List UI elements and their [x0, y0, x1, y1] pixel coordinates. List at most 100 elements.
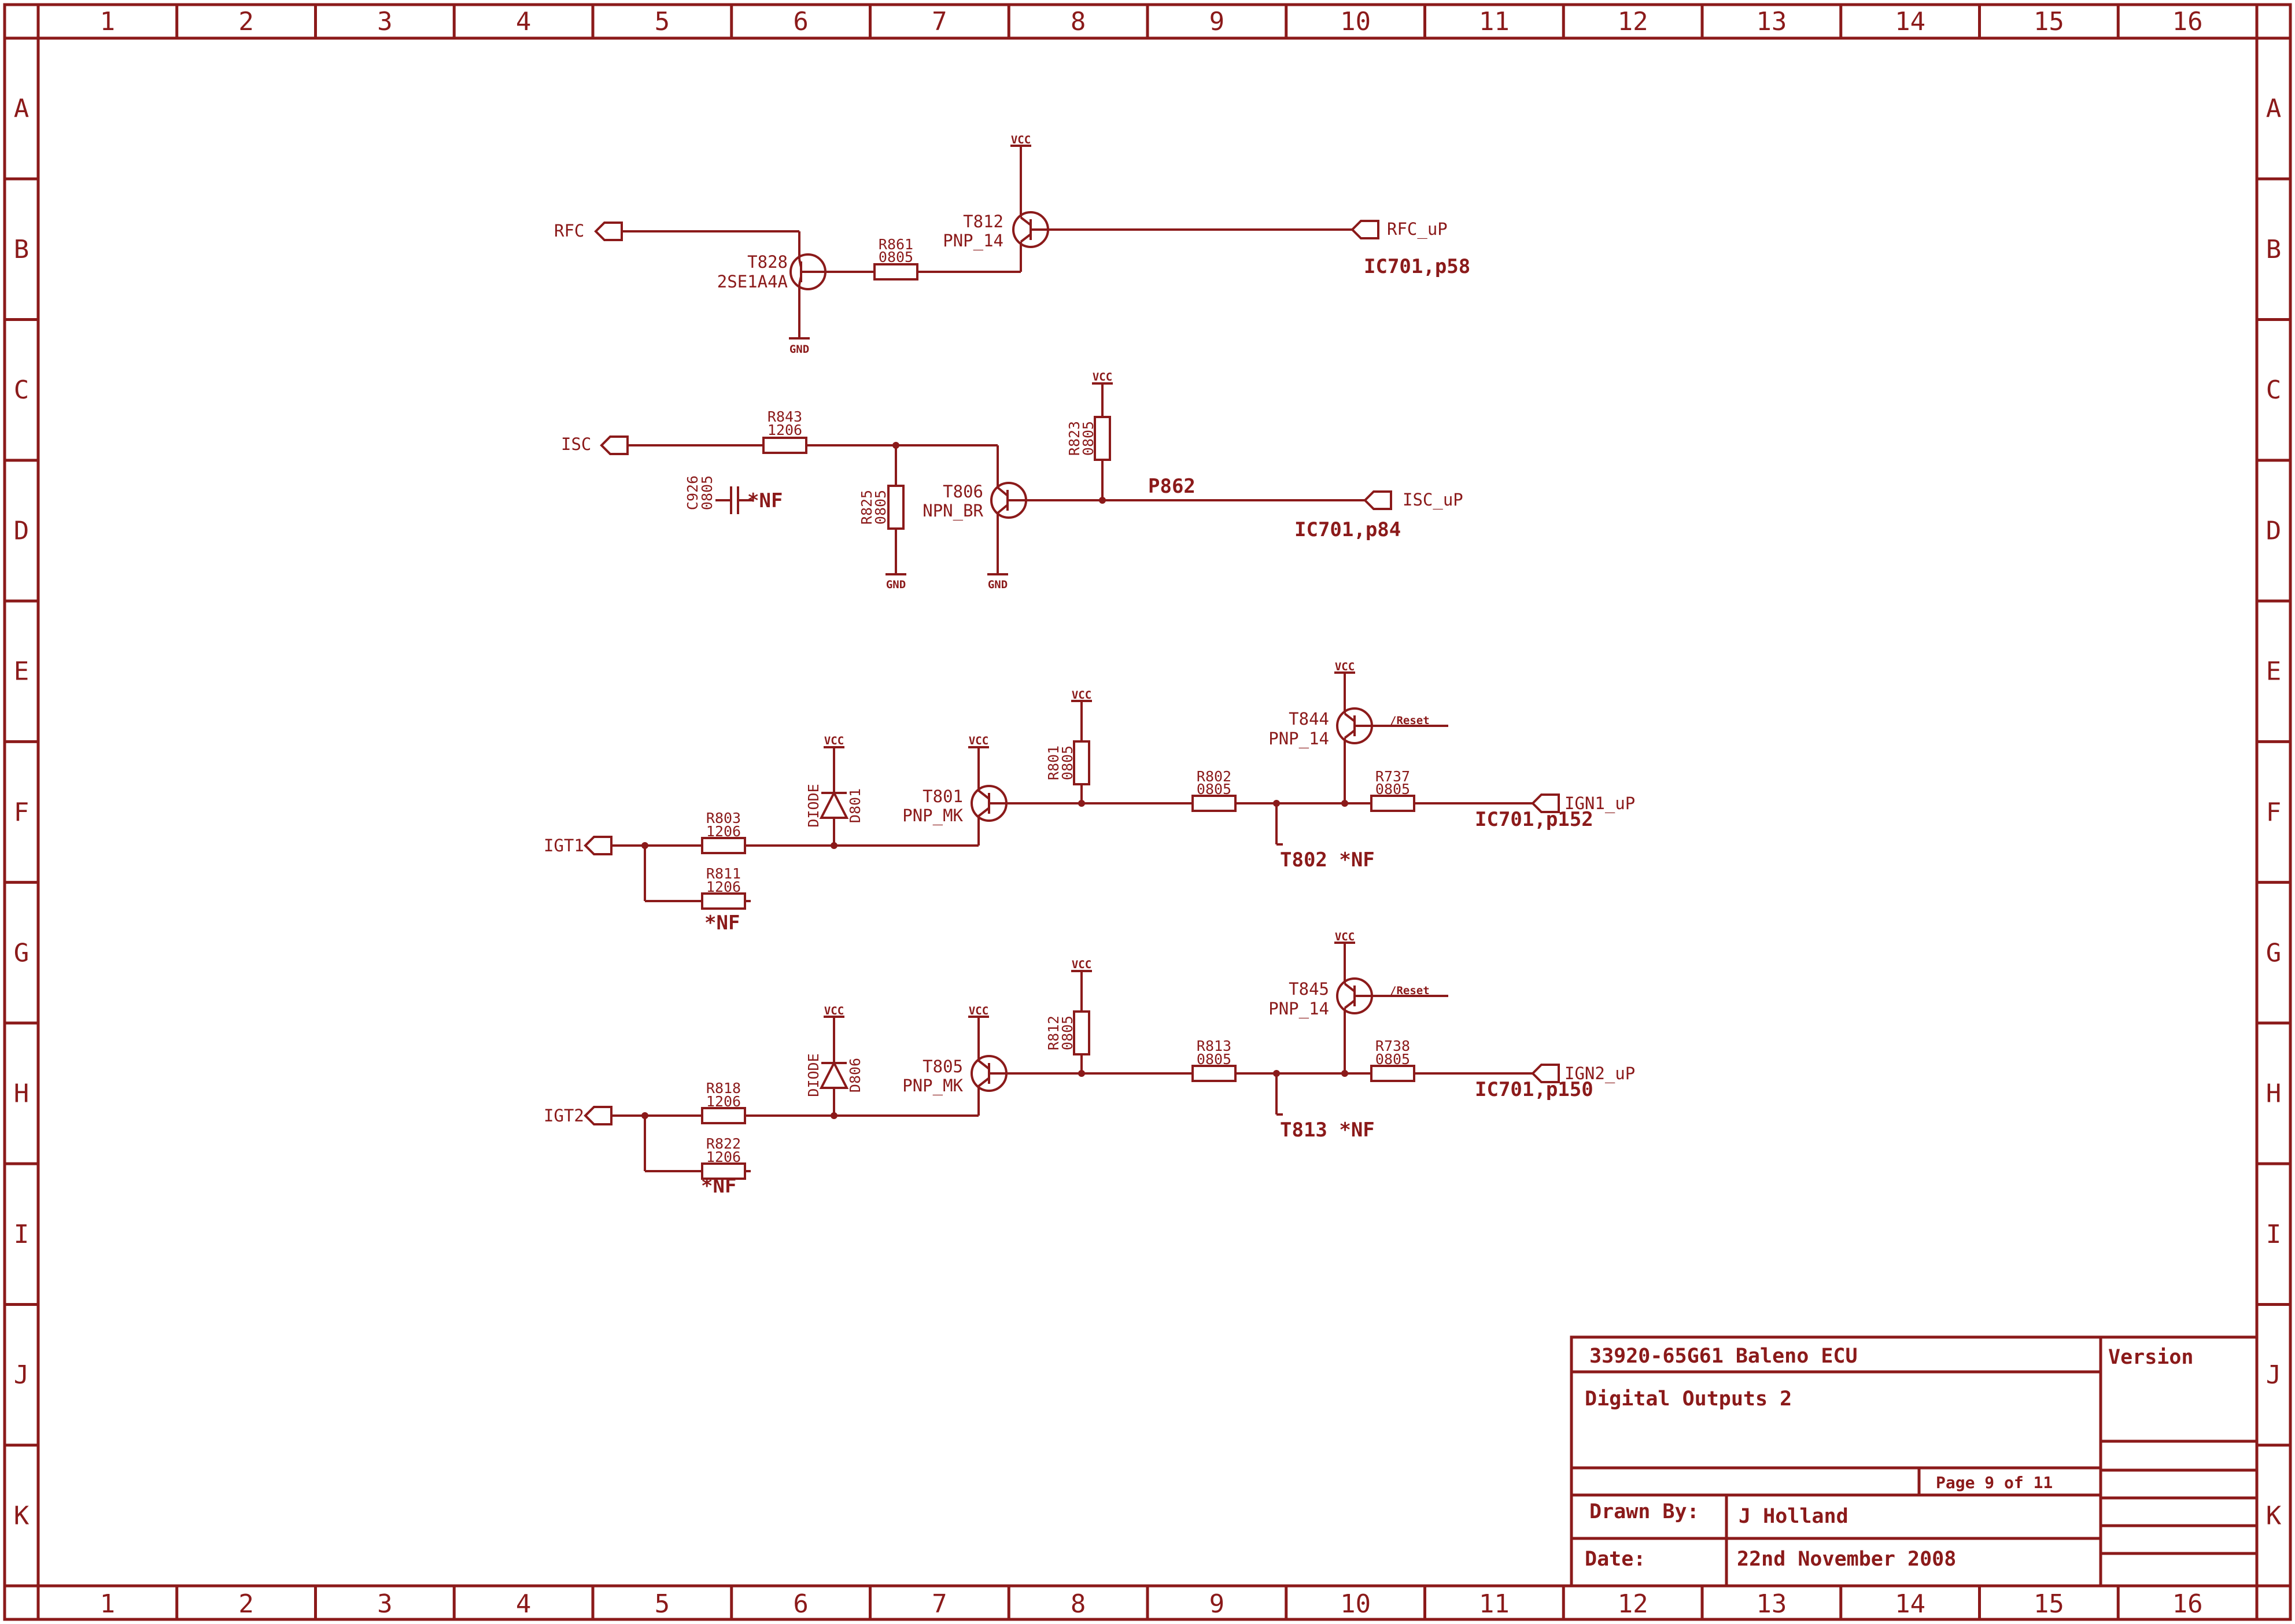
column-label: 4: [516, 1589, 532, 1619]
resistor-r812[interactable]: [1073, 1010, 1090, 1055]
column-label: 7: [932, 1589, 947, 1619]
column-label: 5: [655, 1589, 670, 1619]
r811-value: 1206: [706, 879, 741, 895]
transistor-t828[interactable]: [789, 253, 827, 290]
row-label: F: [2266, 798, 2282, 827]
row-label: K: [2266, 1501, 2282, 1530]
resistor-r802[interactable]: [1191, 795, 1237, 812]
row-label: G: [2266, 938, 2282, 968]
vcc-label: VCC: [1093, 371, 1112, 383]
row-label: I: [14, 1220, 29, 1249]
row-label: C: [14, 375, 29, 405]
row-label: A: [14, 94, 29, 124]
t806-ref: T806: [943, 482, 983, 501]
transistor-t812[interactable]: [1012, 211, 1049, 248]
row-label: B: [2266, 235, 2282, 264]
r813-ref: R813: [1197, 1038, 1231, 1054]
transistor-t844[interactable]: [1336, 707, 1448, 744]
rfc-circuit: RFC T828 2SE1A4A GND R861 0805: [554, 134, 1470, 356]
resistor-r737[interactable]: [1370, 795, 1415, 812]
transistor-t801[interactable]: [971, 785, 1008, 822]
r737-ref: R737: [1375, 768, 1410, 785]
ign1-output-label: IGN1_uP: [1565, 793, 1635, 814]
r861-value: 0805: [879, 249, 913, 265]
isc-ic-ref: IC701,p84: [1294, 518, 1401, 541]
r812-value: 0805: [1059, 1016, 1076, 1050]
transistor-t805[interactable]: [971, 1055, 1008, 1092]
rfc-input-port[interactable]: [595, 222, 623, 241]
resistor-r823[interactable]: [1094, 416, 1111, 461]
t813-label: T813 *NF: [1280, 1119, 1375, 1142]
resistor-r801[interactable]: [1073, 740, 1090, 785]
capacitor-c926[interactable]: [715, 486, 754, 514]
r802-value: 0805: [1197, 781, 1231, 798]
t805-ref: T805: [923, 1057, 963, 1076]
r738-ref: R738: [1375, 1038, 1410, 1054]
diode-d801[interactable]: [819, 790, 849, 819]
resistor-r825[interactable]: [887, 485, 905, 530]
t845-value: PNP_14: [1268, 999, 1329, 1019]
column-label: 6: [793, 1589, 809, 1619]
igt2-input-port[interactable]: [584, 1106, 613, 1125]
t802-label: T802 *NF: [1280, 848, 1375, 872]
igt1-input-port[interactable]: [584, 836, 613, 855]
column-label: 3: [377, 7, 393, 36]
t845-reset-label: /Reset: [1390, 984, 1430, 997]
vcc-label: VCC: [1072, 958, 1091, 971]
c926-nf: *NF: [747, 489, 783, 512]
resistor-r803[interactable]: [701, 837, 746, 854]
vcc-label: VCC: [1072, 689, 1091, 702]
t805-value: PNP_MK: [902, 1076, 963, 1096]
isc-input-port[interactable]: [600, 435, 629, 455]
r803-value: 1206: [706, 823, 741, 840]
t801-ref: T801: [923, 787, 963, 806]
column-label: 1: [100, 1589, 116, 1619]
column-label: 5: [655, 7, 670, 36]
diode-d806[interactable]: [819, 1060, 849, 1089]
vcc-label: VCC: [1335, 931, 1355, 943]
gnd-label: GND: [886, 578, 906, 591]
r822-value: 1206: [706, 1149, 741, 1165]
vcc-label: VCC: [969, 735, 988, 747]
r843-ref: R843: [768, 408, 802, 425]
d806-type: DIODE: [805, 1053, 822, 1097]
isc-output-port[interactable]: [1364, 490, 1392, 510]
project-name: 33920-65G61 Baleno ECU: [1589, 1345, 1858, 1368]
isc-input-label: ISC: [561, 434, 591, 454]
igt2-ic-ref: IC701,p150: [1475, 1078, 1593, 1101]
transistor-t806[interactable]: [990, 482, 1027, 519]
column-label: 10: [1340, 1589, 1371, 1619]
column-label: 15: [2034, 7, 2064, 36]
r825-ref: R825: [858, 490, 875, 525]
column-label: 2: [238, 1589, 254, 1619]
row-label: A: [2266, 94, 2282, 124]
column-label: 7: [932, 7, 947, 36]
resistor-r818[interactable]: [701, 1107, 746, 1124]
r823-ref: R823: [1066, 421, 1083, 456]
column-label: 9: [1209, 7, 1225, 36]
r818-ref: R818: [706, 1080, 741, 1097]
d801-type: DIODE: [805, 784, 822, 827]
r812-ref: R812: [1045, 1016, 1062, 1050]
t806-value: NPN_BR: [923, 501, 983, 521]
column-label: 6: [793, 7, 809, 36]
column-label: 8: [1071, 7, 1086, 36]
r822-nf: *NF: [701, 1175, 736, 1198]
resistor-r738[interactable]: [1370, 1065, 1415, 1082]
igt1-ic-ref: IC701,p152: [1475, 808, 1593, 831]
resistor-r843[interactable]: [762, 437, 807, 454]
resistor-r861[interactable]: [873, 263, 918, 280]
transistor-t845[interactable]: [1336, 977, 1448, 1014]
rfc-output-port[interactable]: [1351, 220, 1379, 239]
row-label: H: [2266, 1079, 2282, 1109]
ign2-output-label: IGN2_uP: [1565, 1064, 1635, 1084]
column-label: 14: [1895, 1589, 1925, 1619]
resistor-r813[interactable]: [1191, 1065, 1237, 1082]
t801-value: PNP_MK: [902, 806, 963, 826]
resistor-r811[interactable]: [701, 892, 746, 910]
drawn-by-label: Drawn By:: [1589, 1500, 1699, 1523]
r861-ref: R861: [879, 236, 913, 253]
